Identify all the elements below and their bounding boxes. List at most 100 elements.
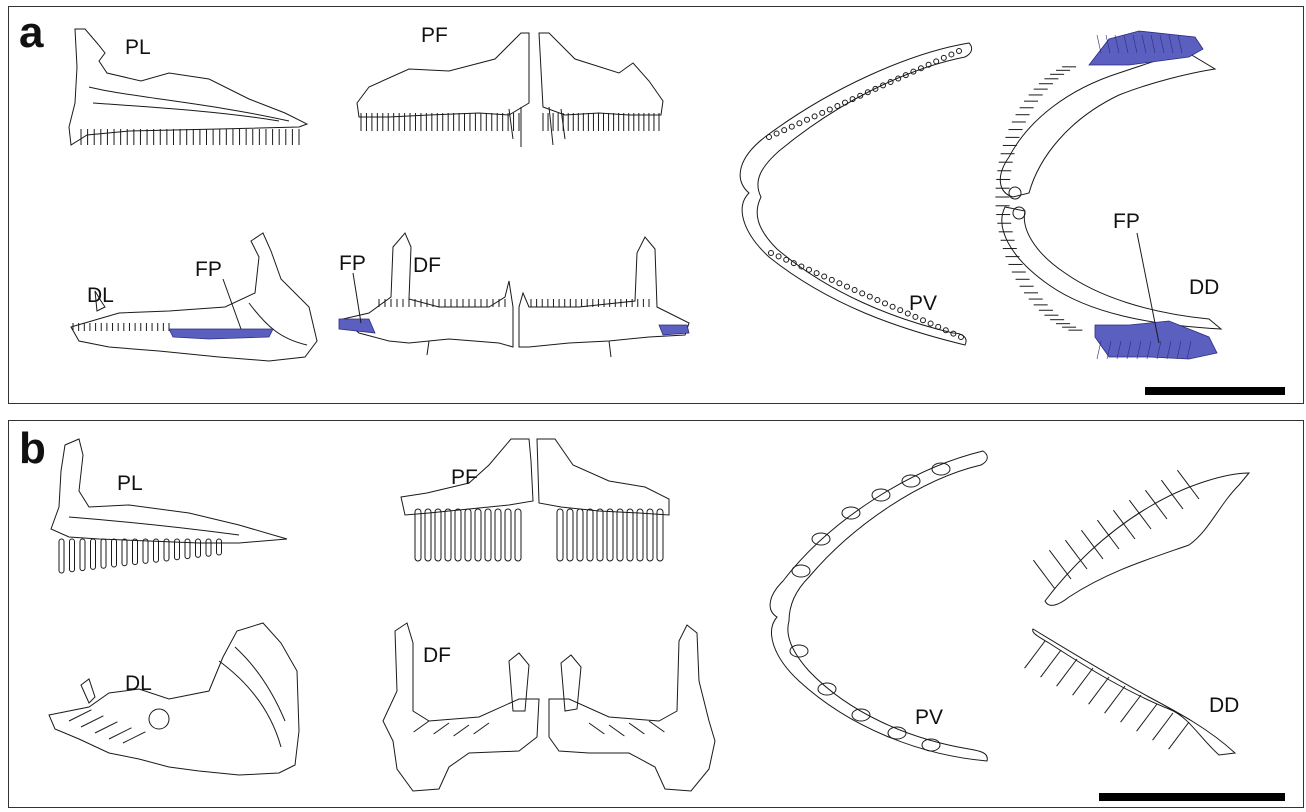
tooth (936, 324, 941, 329)
tooth (867, 294, 872, 299)
pl-lateral-bone-a (69, 29, 307, 145)
view-label-dd-b: DD (1209, 695, 1239, 716)
tooth (820, 110, 825, 115)
tooth (415, 509, 421, 561)
view-label-pv-a: PV (909, 293, 937, 314)
tooth (1137, 704, 1157, 731)
tooth (807, 267, 812, 272)
tooth (913, 314, 918, 319)
view-label-dd-a: DD (1189, 277, 1219, 298)
tooth (607, 509, 613, 561)
fp-label-dd-a: FP (1113, 211, 1140, 232)
tooth (1097, 520, 1119, 549)
tooth (1169, 722, 1189, 749)
tooth (792, 565, 810, 577)
tooth (1121, 695, 1141, 722)
tooth (928, 321, 933, 326)
tooth (1057, 659, 1077, 686)
tooth (934, 59, 939, 64)
tooth (196, 539, 201, 557)
view-label-pf-a: PF (421, 25, 448, 46)
tooth (812, 114, 817, 119)
tooth (829, 277, 834, 282)
fp-label-df-a: FP (339, 253, 366, 274)
scale-bar-b (1099, 793, 1285, 801)
dl-lateral-bone-b (49, 623, 299, 775)
tooth (627, 509, 633, 561)
tooth (567, 509, 573, 561)
tooth (890, 304, 895, 309)
scale-bar-a (1145, 387, 1285, 395)
pf-frontal-bone-a (357, 33, 663, 147)
tooth (959, 335, 964, 340)
tooth (515, 509, 521, 561)
tooth (1025, 641, 1045, 668)
tooth (69, 710, 91, 721)
tooth (835, 104, 840, 109)
tooth (445, 509, 451, 561)
tooth (1145, 490, 1167, 519)
fp-df-left-a (339, 319, 375, 333)
tooth (1049, 550, 1071, 579)
tooth (837, 281, 842, 286)
view-label-pl-a: PL (125, 37, 151, 58)
tooth (133, 539, 138, 565)
pf-frontal-bone-b (401, 439, 669, 561)
tooth (474, 723, 489, 734)
tooth (1033, 560, 1055, 589)
tooth (769, 251, 774, 256)
tooth (485, 509, 491, 561)
tooth (789, 124, 794, 129)
tooth (91, 539, 96, 569)
tooth (217, 539, 222, 555)
tooth (790, 645, 808, 657)
tooth (1041, 650, 1061, 677)
tooth (164, 539, 169, 561)
tooth (454, 725, 469, 736)
tooth (1129, 500, 1151, 529)
tooth (805, 117, 810, 122)
tooth (1081, 530, 1103, 559)
view-label-df-b: DF (423, 645, 451, 666)
tooth (589, 723, 604, 734)
tooth (101, 539, 106, 568)
tooth (657, 509, 663, 561)
tooth (845, 284, 850, 289)
view-label-pl-b: PL (117, 473, 143, 494)
tooth (951, 331, 956, 336)
tooth (818, 683, 836, 695)
tooth (123, 732, 145, 743)
df-frontal-bone-a (343, 233, 689, 357)
tooth (185, 539, 190, 559)
tooth (455, 509, 461, 561)
tooth (1089, 677, 1109, 704)
tooth (949, 52, 954, 57)
tooth (609, 725, 624, 736)
tooth (70, 539, 75, 572)
tooth (465, 509, 471, 561)
tooth (957, 49, 962, 54)
tooth (898, 308, 903, 313)
view-label-dl-a: DL (87, 285, 114, 306)
fp-dl-a (169, 329, 273, 339)
tooth (921, 318, 926, 323)
panel-b: b (8, 420, 1304, 808)
tooth (812, 533, 830, 545)
tooth (597, 509, 603, 561)
pv-ventral-bone-b (770, 451, 987, 761)
tooth (776, 254, 781, 259)
tooth (1113, 510, 1135, 539)
tooth (95, 722, 117, 733)
tooth (475, 509, 481, 561)
view-label-pf-b: PF (451, 467, 478, 488)
tooth (1073, 668, 1093, 695)
tooth (941, 55, 946, 60)
tooth (505, 509, 511, 561)
panel-a: a (8, 6, 1304, 404)
tooth (425, 509, 431, 561)
tooth (154, 539, 159, 562)
view-label-pv-b: PV (915, 707, 943, 728)
tooth (59, 539, 64, 573)
tooth (782, 128, 787, 133)
tooth (649, 721, 664, 732)
